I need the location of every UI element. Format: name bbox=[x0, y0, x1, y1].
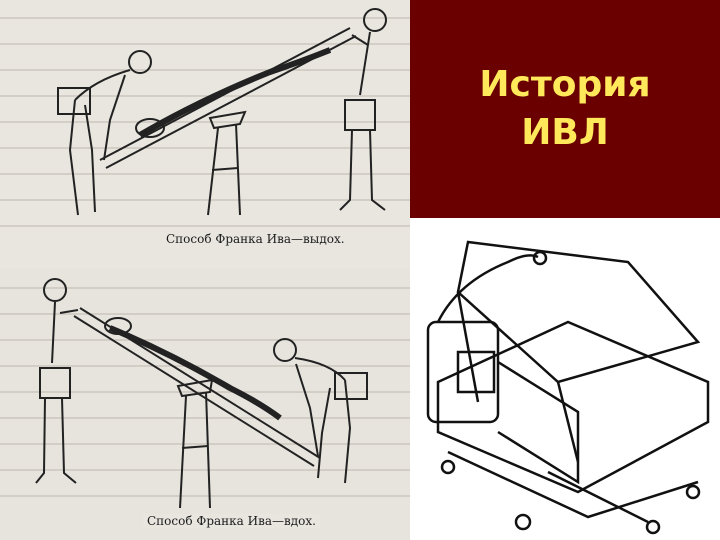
inhale-illustration: Способ Франка Ива—вдох. bbox=[0, 268, 410, 540]
title-block: История ИВЛ bbox=[410, 0, 720, 218]
inhale-caption: Способ Франка Ива—вдох. bbox=[143, 514, 320, 528]
exhale-caption: Способ Франка Ива—выдох. bbox=[162, 232, 349, 246]
exhale-drawing bbox=[0, 8, 410, 227]
ventilator-bed-illustration bbox=[418, 222, 720, 540]
exhale-illustration: Способ Франка Ива—выдох. bbox=[0, 0, 410, 268]
inhale-drawing bbox=[0, 278, 410, 509]
title-line-1: История bbox=[479, 64, 651, 105]
title-line-2: ИВЛ bbox=[521, 112, 609, 153]
ventilator-bed-drawing bbox=[426, 240, 710, 535]
